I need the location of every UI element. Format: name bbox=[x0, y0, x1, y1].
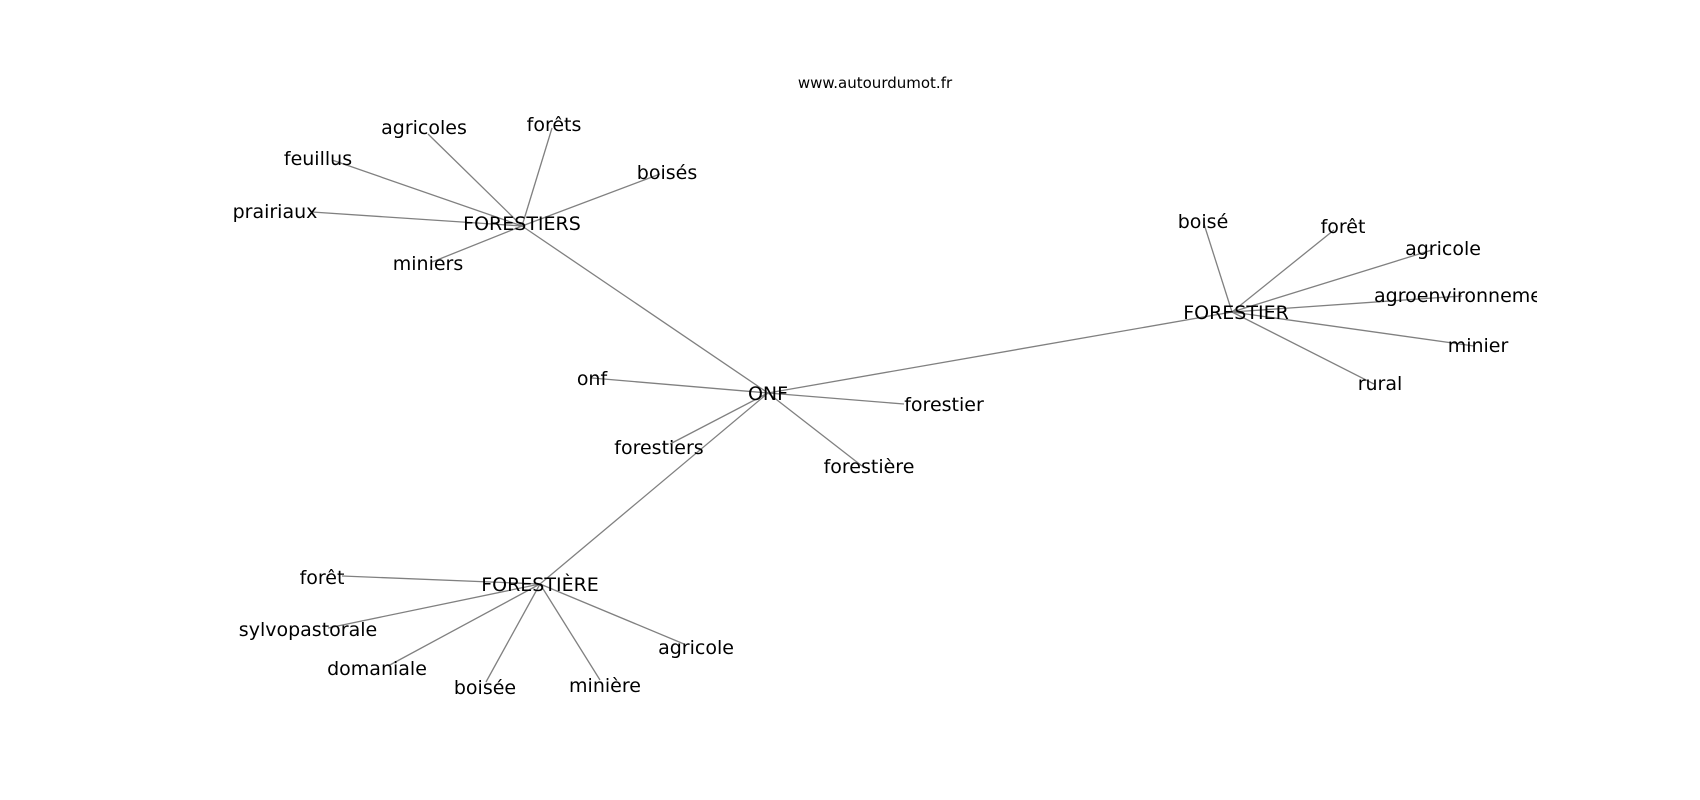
hub-forestiers: FORESTIERS bbox=[463, 213, 581, 235]
edge-forestier-agroenvironnemental bbox=[1231, 295, 1463, 313]
source-label: www.autourdumot.fr bbox=[798, 74, 953, 92]
edge-forestiers-boises bbox=[521, 173, 661, 227]
edge-forestier-agricole bbox=[1231, 249, 1433, 313]
edge-onf-forestiere bbox=[539, 392, 769, 585]
edge-forestiere-boisee bbox=[485, 583, 541, 683]
node-rural: rural bbox=[1358, 373, 1403, 395]
node-agricoles: agricoles bbox=[381, 117, 467, 139]
node-forets: forêts bbox=[527, 114, 582, 136]
node-forestier: forestier bbox=[904, 394, 984, 416]
node-boise: boisé bbox=[1178, 211, 1229, 233]
node-agroenvironnemental: agroenvironnemental bbox=[1374, 285, 1578, 307]
edge-forestiere-agricole bbox=[539, 583, 685, 645]
edge-forestiers-forets bbox=[521, 127, 553, 227]
edge-forestiers-prairiaux bbox=[311, 211, 523, 227]
edge-onf-forestiers-small bbox=[669, 392, 769, 445]
node-boises: boisés bbox=[637, 162, 697, 184]
node-miniers: miniers bbox=[393, 253, 464, 275]
edge-forestier-rural bbox=[1231, 311, 1375, 385]
edge-forestiers-feuillus bbox=[331, 159, 523, 227]
edge-onf-forestiers bbox=[521, 225, 769, 394]
node-miniere: minière bbox=[569, 675, 641, 697]
edge-forestiere-miniere bbox=[539, 583, 601, 681]
node-forestiere: forestière bbox=[824, 456, 915, 478]
edge-forestier-boise bbox=[1203, 223, 1233, 313]
edge-onf-forestier bbox=[767, 311, 1233, 394]
node-foret: forêt bbox=[1321, 216, 1366, 238]
node-forestiers: forestiers bbox=[614, 437, 703, 459]
node-onf: onf bbox=[577, 368, 609, 390]
edge-onf-forestiere-small bbox=[767, 392, 863, 467]
hub-forestier: FORESTIER bbox=[1183, 302, 1289, 324]
node-foret-2: forêt bbox=[300, 567, 345, 589]
node-agricole: agricole bbox=[1405, 238, 1481, 260]
edge-forestiere-foret bbox=[341, 575, 541, 585]
edge-forestiere-domaniale bbox=[387, 583, 541, 667]
node-feuillus: feuillus bbox=[284, 148, 352, 170]
edge-onf-onf bbox=[591, 377, 769, 394]
node-boisee: boisée bbox=[454, 677, 516, 699]
node-sylvopastorale: sylvopastorale bbox=[239, 619, 377, 641]
hub-forestiere: FORESTIÈRE bbox=[481, 573, 599, 596]
edge-forestier-minier bbox=[1231, 311, 1475, 347]
edge-forestier-foret bbox=[1231, 229, 1335, 313]
edge-forestiere-sylvopastorale bbox=[327, 583, 541, 629]
node-prairiaux: prairiaux bbox=[233, 201, 318, 223]
edge-forestiers-miniers bbox=[431, 225, 523, 263]
node-minier: minier bbox=[1448, 335, 1509, 357]
node-domaniale: domaniale bbox=[327, 658, 427, 680]
node-agricole-2: agricole bbox=[658, 637, 734, 659]
edge-onf-forestier-small bbox=[767, 392, 905, 405]
edge-forestiers-agricoles bbox=[427, 133, 523, 227]
node-center: ONF bbox=[748, 383, 788, 405]
